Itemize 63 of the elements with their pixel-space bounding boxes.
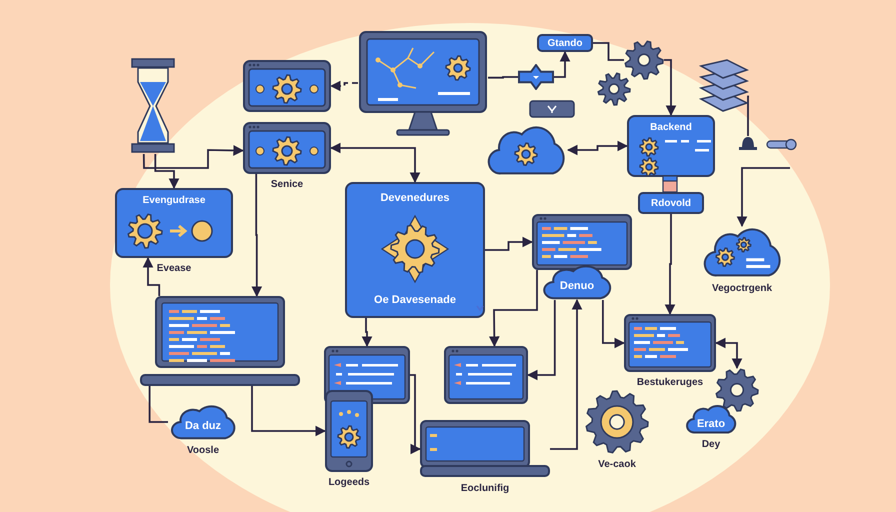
bell-icon — [739, 136, 757, 150]
arrow — [714, 338, 742, 370]
arrow — [485, 236, 534, 251]
arrow — [251, 174, 262, 298]
gear-drawing — [597, 72, 631, 106]
decision-diamond — [518, 64, 554, 90]
connector-line — [148, 386, 168, 423]
connector-line — [747, 96, 750, 136]
monitor-drawing — [358, 30, 488, 136]
process-box — [627, 115, 715, 177]
arrow — [330, 80, 358, 92]
tag-text: Rdovold — [651, 198, 691, 208]
node-caption: Dey — [702, 439, 720, 450]
gear-drawing — [715, 368, 759, 412]
app-window-drawing — [243, 60, 331, 112]
label-tag — [638, 192, 704, 214]
tag-text: Gtando — [548, 38, 582, 48]
code-window-drawing — [532, 214, 632, 270]
arrow — [154, 154, 180, 190]
app-window-drawing — [243, 122, 331, 174]
laptop-drawing — [140, 296, 300, 386]
node-caption: Ve-caok — [598, 459, 636, 470]
arrow — [566, 140, 628, 156]
box-heading: Backend — [649, 122, 693, 133]
cloud-label: Denuo — [558, 279, 596, 294]
box-text: Oe Davesenade — [373, 294, 457, 306]
arrow — [550, 298, 582, 450]
gear-drawing — [585, 390, 649, 454]
label-tag — [537, 34, 593, 52]
app-window-drawing — [444, 346, 528, 404]
connector-line — [488, 76, 518, 79]
node-caption: Bestukeruges — [636, 377, 704, 388]
arrow — [362, 318, 372, 348]
box-heading: Devenedures — [379, 192, 451, 204]
arrow — [736, 167, 790, 228]
node-caption: Logeeds — [328, 477, 370, 488]
process-box — [115, 188, 233, 258]
cloud-label: Erato — [696, 416, 726, 431]
process-box — [345, 182, 485, 318]
arrow — [664, 214, 676, 316]
node-caption: Vegoctrgenk — [712, 283, 772, 294]
arrow — [142, 256, 160, 296]
arrow — [554, 50, 570, 78]
arrow — [526, 300, 556, 380]
gear-drawing — [624, 40, 664, 80]
arrow — [410, 374, 422, 454]
arrow — [602, 300, 626, 348]
laptop-drawing — [420, 420, 550, 478]
phone-drawing — [325, 390, 373, 472]
cloud-label: Da duz — [184, 419, 222, 434]
arrow — [488, 270, 538, 348]
arrow — [142, 145, 244, 169]
node-caption: Evease — [156, 263, 192, 274]
node-caption: Eoclunifig — [460, 483, 510, 494]
connector-line — [593, 42, 624, 61]
arrow — [664, 59, 676, 116]
code-window-drawing — [624, 314, 716, 372]
arrow — [330, 142, 420, 184]
hourglass-drawing — [130, 58, 176, 154]
arrow — [251, 386, 326, 436]
node-caption: Voosle — [186, 445, 220, 456]
node-caption: Senice — [270, 179, 304, 190]
box-heading: Evengudrase — [142, 195, 206, 206]
